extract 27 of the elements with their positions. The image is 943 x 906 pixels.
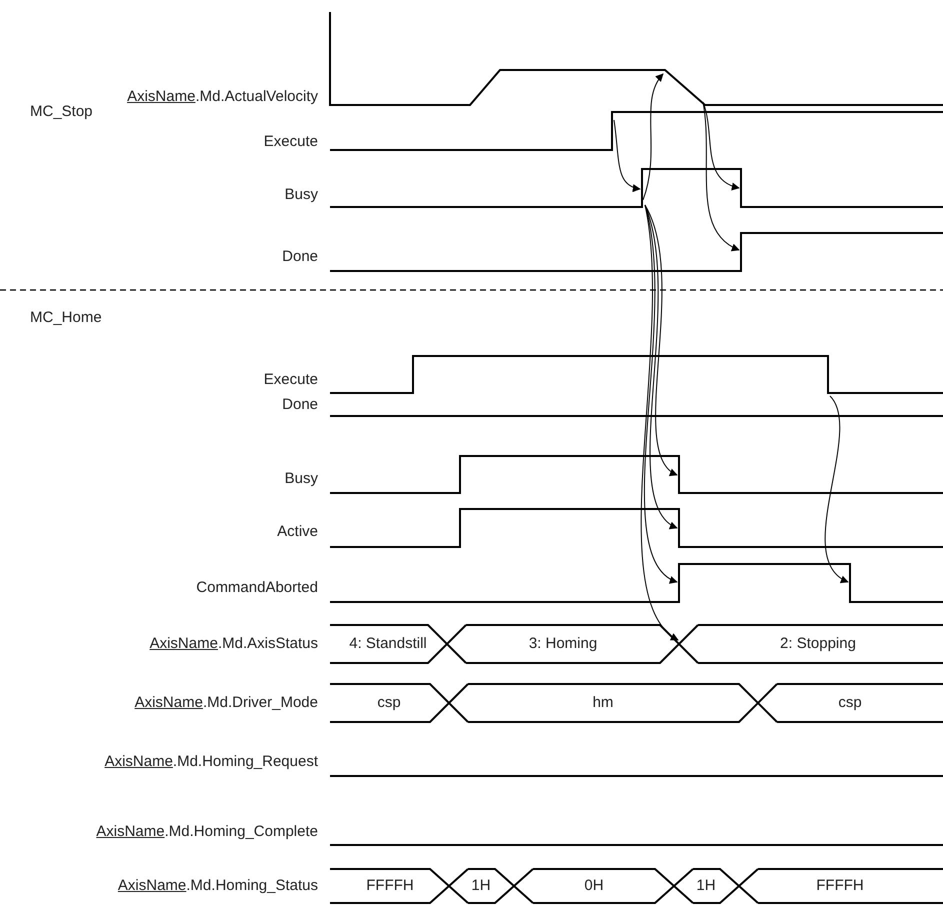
signal-label: Execute: [264, 133, 318, 151]
signal-label: AxisName.Md.Homing_Status: [118, 877, 318, 895]
bus-value: hm: [592, 694, 614, 712]
bus-value: FFFFH: [366, 877, 414, 895]
group-label: MC_Stop: [30, 103, 93, 121]
bus-value: csp: [838, 694, 862, 712]
bus-value: 1H: [696, 877, 716, 895]
bus-value: csp: [377, 694, 401, 712]
signal-label: Busy: [284, 470, 318, 488]
bus-value: 1H: [471, 877, 491, 895]
bus-value: 2: Stopping: [780, 635, 856, 653]
bus-value: 3: Homing: [528, 635, 598, 653]
bus-value: FFFFH: [816, 877, 864, 895]
signal-label: CommandAborted: [196, 579, 318, 597]
signal-label: AxisName.Md.Driver_Mode: [134, 694, 318, 712]
signal-label: Busy: [284, 186, 318, 204]
signal-label: Execute: [264, 371, 318, 389]
signal-label: AxisName.Md.ActualVelocity: [127, 88, 318, 106]
signal-label: Done: [282, 248, 318, 266]
signal-label: AxisName.Md.Homing_Complete: [96, 823, 318, 841]
bus-value: 4: Standstill: [349, 635, 427, 653]
signal-label: Active: [277, 523, 318, 541]
signal-label: AxisName.Md.Homing_Request: [104, 753, 318, 771]
group-label: MC_Home: [30, 309, 102, 327]
signal-label: Done: [282, 396, 318, 414]
bus-value: 0H: [584, 877, 604, 895]
signal-label: AxisName.Md.AxisStatus: [150, 635, 318, 653]
